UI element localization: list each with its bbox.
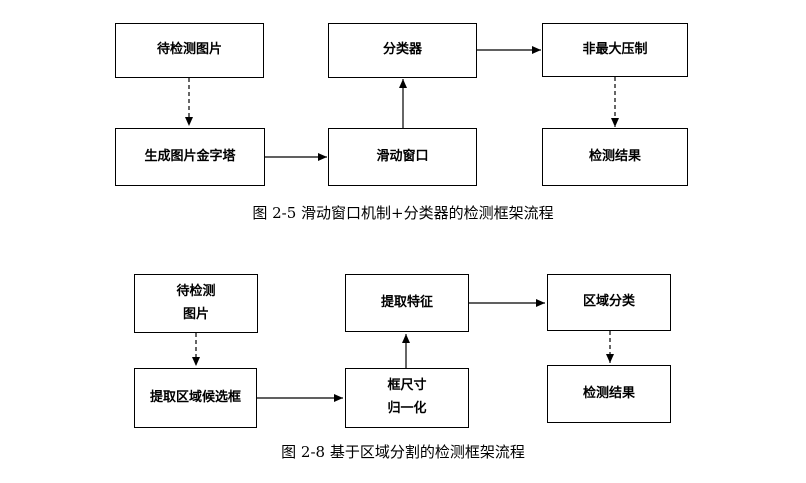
node-detection-result: 检测结果 [542,128,688,186]
node-box-size-normalize: 框尺寸 归一化 [345,368,469,428]
node-sliding-window: 滑动窗口 [328,128,477,186]
node-image-pyramid: 生成图片金字塔 [115,128,265,186]
node-detection-result-2: 检测结果 [547,365,671,423]
node-classifier: 分类器 [328,23,477,78]
caption-figure-2-8: 图 2-8 基于区域分割的检测框架流程 [281,443,525,461]
node-region-proposal: 提取区域候选框 [134,368,257,428]
node-nms: 非最大压制 [542,23,688,77]
node-region-classification: 区域分类 [547,274,671,331]
node-input-image-2: 待检测 图片 [134,274,258,333]
caption-figure-2-5: 图 2-5 滑动窗口机制+分类器的检测框架流程 [252,204,554,222]
node-input-image: 待检测图片 [115,23,264,78]
node-feature-extraction: 提取特征 [345,274,469,332]
